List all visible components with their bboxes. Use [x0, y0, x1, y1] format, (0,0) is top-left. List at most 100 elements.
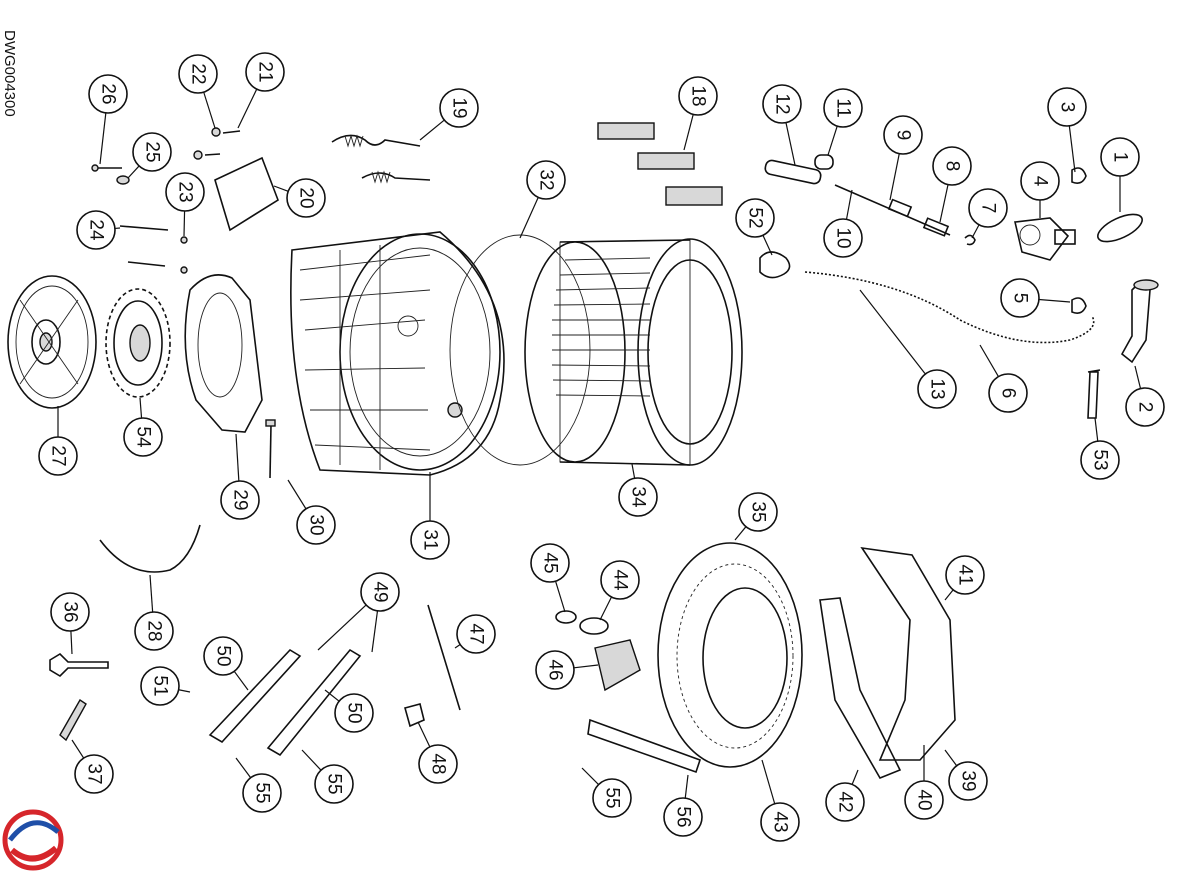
callout-circle	[738, 492, 778, 532]
callout-25: 25	[132, 132, 172, 172]
callout-circle	[618, 477, 658, 517]
allen-key-part	[1087, 369, 1101, 419]
callout-number: 6	[998, 388, 1019, 399]
callout-circle	[592, 778, 632, 818]
leader-line-34	[631, 463, 636, 479]
callout-circle	[74, 754, 114, 794]
callout-30: 30	[296, 505, 336, 545]
leader-line-51	[178, 689, 191, 693]
callout-circle	[735, 198, 775, 238]
callout-6: 6	[988, 373, 1028, 413]
leader-line-11	[827, 125, 838, 156]
callout-circle	[823, 218, 863, 258]
callout-number: 32	[536, 169, 557, 190]
callout-number: 26	[98, 83, 119, 104]
callout-32: 32	[526, 160, 566, 200]
callout-number: 50	[213, 645, 234, 666]
callout-54: 54	[123, 417, 163, 457]
leader-line-2	[1134, 365, 1142, 389]
callout-48: 48	[418, 744, 458, 784]
callout-circle	[242, 773, 282, 813]
callout-number: 23	[175, 181, 196, 202]
leader-line-50a	[233, 670, 249, 691]
counterweight-upper-part	[860, 546, 956, 761]
heater-parts	[764, 154, 834, 185]
leader-line-49a	[317, 604, 367, 651]
callout-circle	[203, 636, 243, 676]
callout-circle	[1047, 87, 1087, 127]
callout-number: 41	[955, 564, 976, 585]
callout-circle	[762, 84, 802, 124]
callout-number: 29	[230, 489, 251, 510]
leader-line-22	[203, 91, 216, 129]
leader-line-21	[237, 88, 258, 129]
leader-line-50b	[324, 689, 340, 702]
leader-line-5	[1038, 298, 1071, 303]
callout-circle	[1125, 387, 1165, 427]
callout-number: 46	[545, 659, 566, 680]
callout-number: 28	[144, 620, 165, 641]
drain-hose-part	[804, 271, 1095, 344]
leader-line-55a	[235, 757, 252, 779]
callout-number: 7	[978, 203, 999, 214]
callout-number: 21	[255, 61, 276, 82]
support-rod-part	[427, 604, 461, 711]
callout-circle	[88, 74, 128, 114]
callout-circle	[296, 505, 336, 545]
callout-circle	[948, 761, 988, 801]
callout-7: 7	[968, 188, 1008, 228]
callout-45: 45	[530, 543, 570, 583]
leader-line-12	[785, 122, 796, 166]
front-shock-absorber	[587, 718, 702, 774]
callout-number: 54	[133, 426, 154, 448]
shock-absorbers	[208, 648, 362, 757]
callout-number: 43	[770, 811, 791, 832]
callout-36: 36	[50, 592, 90, 632]
leader-line-46	[573, 664, 599, 669]
leader-line-55c	[581, 767, 599, 785]
callout-19: 19	[439, 88, 479, 128]
callout-number: 30	[306, 514, 327, 535]
pump-parts	[555, 610, 641, 692]
callout-circle	[760, 802, 800, 842]
callout-11: 11	[823, 88, 863, 128]
callout-circle	[526, 160, 566, 200]
callout-9: 9	[883, 115, 923, 155]
callouts: 1234567891011121318192021222324252627282…	[38, 52, 1165, 842]
callout-50b: 50	[334, 693, 374, 733]
pulley-part	[7, 275, 97, 409]
callout-number: 19	[449, 97, 470, 118]
bolt-part	[265, 419, 276, 479]
callout-number: 3	[1057, 102, 1078, 113]
callout-1: 1	[1100, 137, 1140, 177]
clip-part	[404, 703, 425, 728]
callout-5: 5	[1000, 278, 1040, 318]
callout-circle	[286, 178, 326, 218]
callout-number: 1	[1110, 152, 1131, 163]
leader-line-26	[99, 112, 107, 165]
callout-circle	[825, 782, 865, 822]
leader-line-8	[939, 184, 949, 223]
callout-4: 4	[1020, 161, 1060, 201]
callout-55c: 55	[592, 778, 632, 818]
callout-number: 40	[914, 789, 935, 810]
leader-line-41	[944, 589, 954, 601]
callout-26: 26	[88, 74, 128, 114]
leader-line-20	[273, 185, 289, 192]
leader-line-55b	[301, 749, 322, 771]
callout-circle	[314, 764, 354, 804]
leader-line-10	[845, 189, 853, 220]
callout-41: 41	[945, 555, 985, 595]
leader-line-30	[287, 479, 307, 510]
leader-line-52	[762, 235, 773, 256]
callout-number: 55	[252, 782, 273, 803]
outer-tub-front-part	[657, 542, 803, 768]
callout-circle	[600, 560, 640, 600]
callout-circle	[904, 780, 944, 820]
callout-13: 13	[917, 369, 957, 409]
leader-line-49b	[371, 610, 379, 653]
leader-line-54	[139, 397, 143, 419]
callout-circle	[988, 373, 1028, 413]
callout-42: 42	[825, 782, 865, 822]
